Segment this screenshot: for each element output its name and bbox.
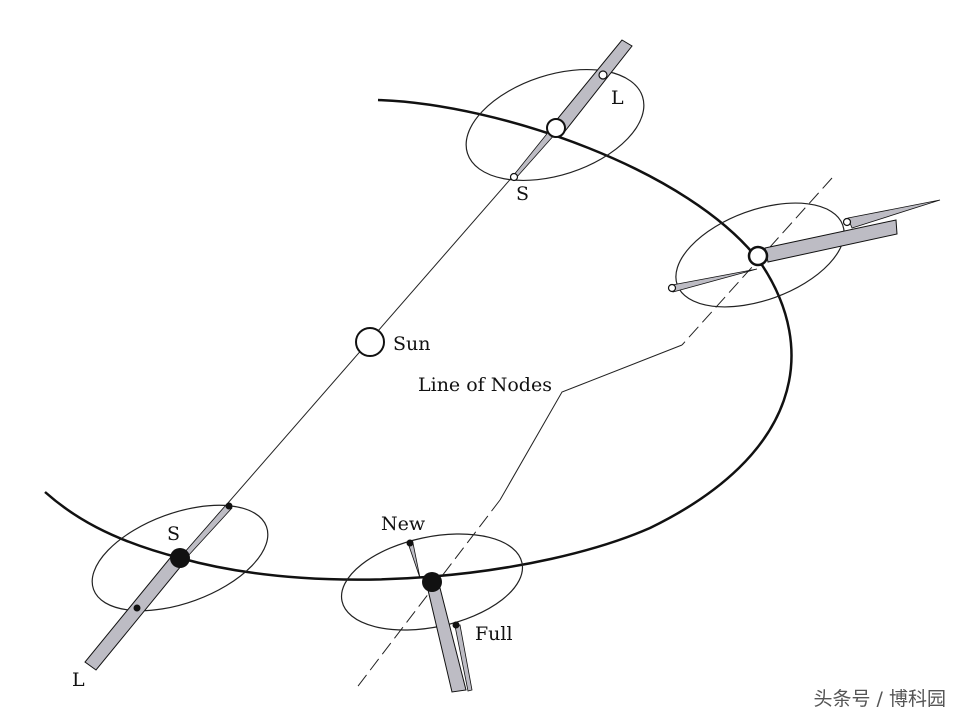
sun [355,327,385,357]
label-line-of-nodes: Line of Nodes [418,374,552,396]
label-top-L: L [611,87,624,109]
label-left-L: L [72,669,85,691]
label-sun: Sun [393,333,431,355]
watermark: 头条号 / 博科园 [813,688,946,710]
line-of-nodes-leader [499,344,683,501]
label-new-moon: New [381,513,426,535]
moon-orbit-bottom [340,533,524,693]
moon-orbit-top [465,39,645,182]
label-top-S: S [516,183,529,205]
moon-orbit-right [667,199,941,308]
label-left-S: S [167,523,180,545]
label-full-moon: Full [475,623,513,645]
moon-orbit-left [84,502,269,671]
line-of-nodes-lower [354,499,501,691]
